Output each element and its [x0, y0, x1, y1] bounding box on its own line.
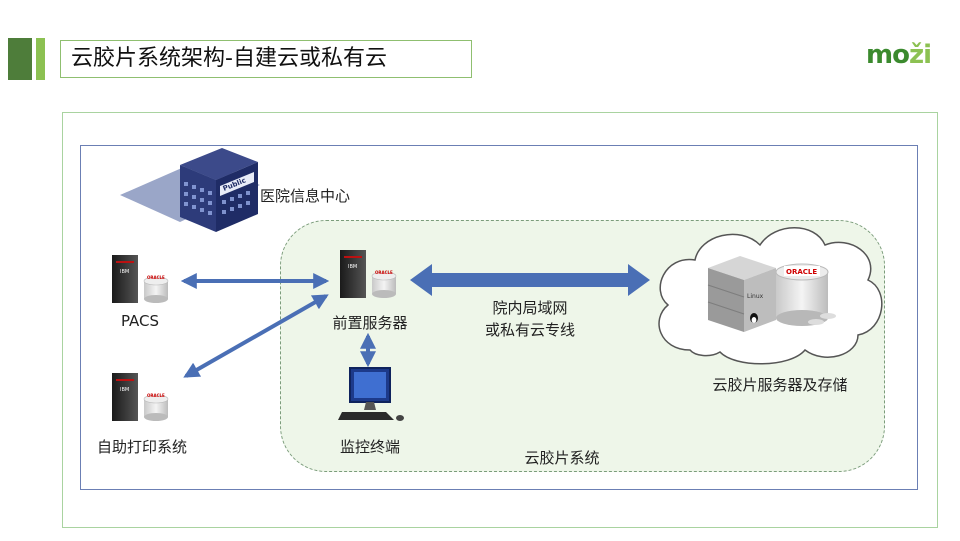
- monitor-label: 监控终端: [339, 438, 401, 456]
- pacs-label: PACS: [120, 312, 160, 330]
- front-server-icon: IBM ORACLE: [340, 250, 397, 298]
- title-accent-bar-light: [36, 38, 45, 80]
- oracle-database-icon: ORACLE: [775, 263, 836, 326]
- self-print-label: 自助打印系统: [96, 438, 188, 456]
- front-db-brand: ORACLE: [375, 270, 393, 275]
- self-print-server-icon: IBM ORACLE: [112, 373, 169, 421]
- outer-frame: [62, 112, 938, 528]
- pacs-server-brand: IBM: [120, 269, 129, 275]
- arrow-print-front: [183, 294, 329, 378]
- pacs-db-brand: ORACLE: [147, 275, 165, 280]
- arrow-front-cloud: [410, 264, 650, 296]
- front-server-brand: IBM: [348, 264, 357, 270]
- hospital-center-label: 医院信息中心: [260, 187, 351, 205]
- oracle-brand: ORACLE: [786, 268, 817, 276]
- link-label-line2: 或私有云专线: [484, 321, 576, 339]
- linux-server-icon: Linux: [707, 256, 776, 332]
- pacs-server-icon: IBM ORACLE: [112, 255, 169, 303]
- cloud-server-label: 云胶片服务器及存储: [712, 376, 848, 394]
- hospital-building-icon: Public: [120, 148, 260, 232]
- cloud-system-label: 云胶片系统: [524, 449, 600, 467]
- self-print-server-brand: IBM: [120, 387, 129, 393]
- brand-logo: moži: [866, 40, 932, 70]
- title-accent-bar-dark: [8, 38, 32, 80]
- monitor-terminal-icon: [338, 367, 404, 421]
- linux-brand: Linux: [747, 293, 764, 300]
- slide-title: 云胶片系统架构-自建云或私有云: [60, 40, 472, 78]
- front-server-label: 前置服务器: [332, 314, 408, 332]
- self-print-db-brand: ORACLE: [147, 393, 165, 398]
- inner-frame: [80, 145, 918, 490]
- link-label-line1: 院内局域网: [492, 299, 568, 317]
